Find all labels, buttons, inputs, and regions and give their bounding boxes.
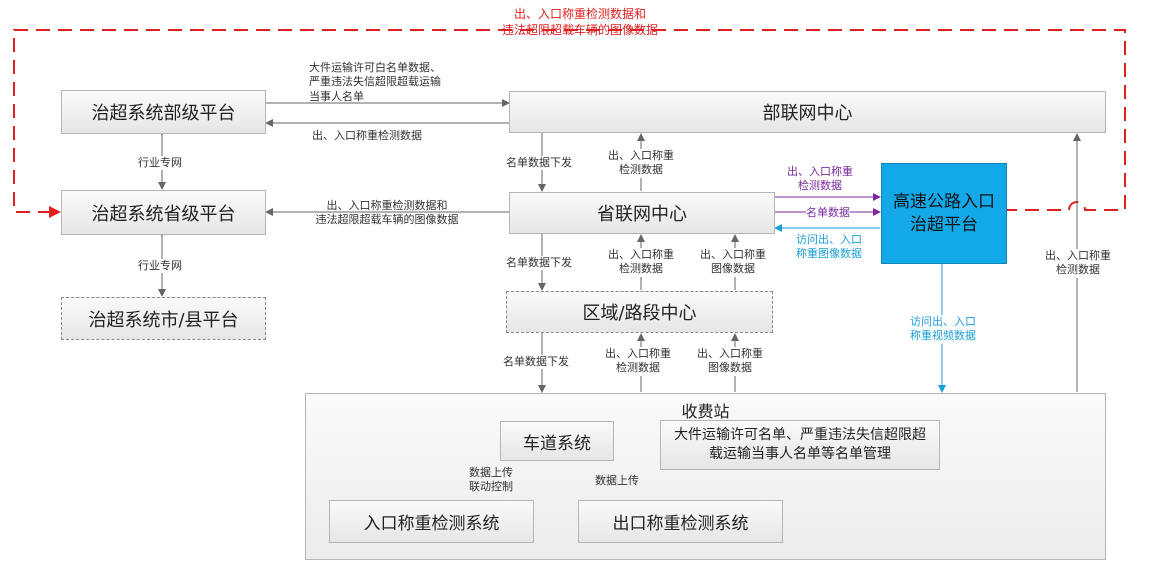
label-blue-image: 访问出、入口称重图像数据: [796, 233, 862, 261]
label-pc-to-province: 出、入口称重检测数据和违法超限超载车辆的图像数据: [315, 199, 459, 227]
label-list-down-2: 名单数据下发: [506, 256, 572, 271]
label-pc-up: 出、入口称重检测数据: [601, 149, 681, 178]
list-management[interactable]: 大件运输许可名单、严重违法失信超限超载运输当事人名单等名单管理: [660, 420, 940, 470]
region-center[interactable]: 区域/路段中心: [506, 291, 773, 333]
label-list-down-1: 名单数据下发: [506, 156, 572, 171]
exit-weighing-system[interactable]: 出口称重检测系统: [578, 500, 783, 543]
label-blue-video: 访问出、入口称重视频数据: [902, 315, 984, 344]
label-upload-link: 数据上传联动控制: [469, 466, 513, 494]
toll-station-title: 收费站: [681, 402, 730, 421]
ministry-platform[interactable]: 治超系统部级平台: [61, 90, 266, 134]
province-network-center[interactable]: 省联网中心: [509, 192, 775, 234]
label-list-down-3: 名单数据下发: [503, 355, 569, 370]
label-st-up-a: 出、入口称重检测数据: [598, 347, 678, 376]
label-industry-net-2: 行业专网: [138, 259, 182, 274]
label-purple-list: 名单数据: [806, 206, 850, 221]
label-station-to-mc: 出、入口称重检测数据: [1038, 249, 1118, 278]
label-red-loop: 出、入口称重检测数据和违法超限超载车辆的图像数据: [501, 7, 658, 37]
ministry-network-center[interactable]: 部联网中心: [509, 91, 1106, 133]
label-purple-detect: 出、入口称重检测数据: [787, 165, 853, 193]
label-industry-net-1: 行业专网: [138, 156, 182, 171]
red-loop-line: [13, 29, 1126, 218]
label-rc-up-b: 出、入口称重图像数据: [693, 248, 773, 277]
city-platform[interactable]: 治超系统市/县平台: [61, 297, 266, 340]
label-ministry-to-center: 大件运输许可白名单数据、严重违法失信超限超载运输当事人名单: [309, 61, 441, 103]
province-platform[interactable]: 治超系统省级平台: [61, 190, 266, 235]
entry-weighing-system[interactable]: 入口称重检测系统: [329, 500, 534, 543]
label-center-to-ministry: 出、入口称重检测数据: [312, 129, 422, 142]
lane-system[interactable]: 车道系统: [500, 421, 614, 461]
label-st-up-b: 出、入口称重图像数据: [690, 347, 770, 376]
label-upload-exit: 数据上传: [595, 474, 639, 489]
highway-entry-platform[interactable]: 高速公路入口治超平台: [881, 163, 1007, 264]
label-rc-up-a: 出、入口称重检测数据: [601, 248, 681, 277]
